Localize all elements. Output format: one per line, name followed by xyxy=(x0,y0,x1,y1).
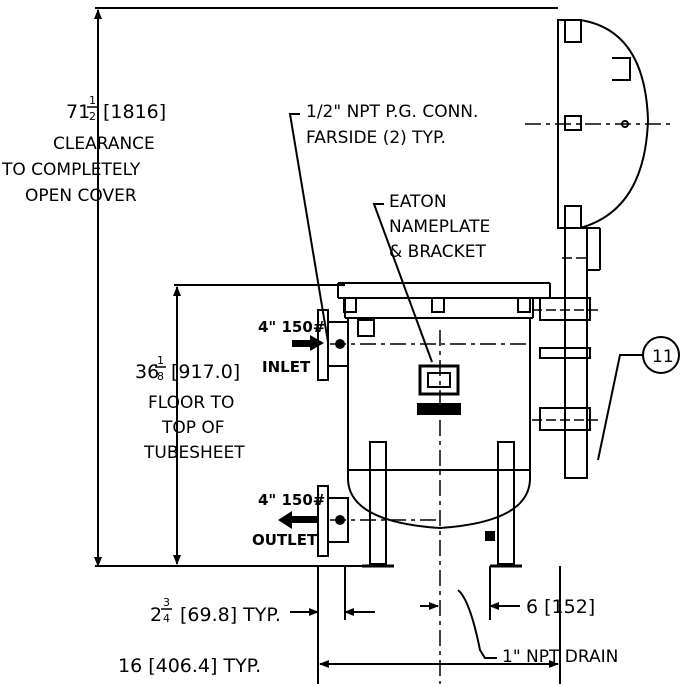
nameplate-callout-line3: & BRACKET xyxy=(389,242,487,262)
leg-offset-frac-den: 4 xyxy=(163,612,170,625)
leg-span-label: 16 [406.4] TYP. xyxy=(118,655,261,677)
pg-conn-leader xyxy=(288,113,329,343)
tubesheet-frac-num: 1 xyxy=(157,354,164,367)
leg-offset-whole: 2 xyxy=(150,604,162,626)
inlet-flow-arrow xyxy=(292,335,345,351)
tubesheet-line1: FLOOR TO xyxy=(148,393,234,413)
clearance-line1: CLEARANCE xyxy=(53,134,155,154)
outlet-label: OUTLET xyxy=(252,531,318,549)
support-legs xyxy=(348,441,530,568)
open-cover xyxy=(525,19,670,229)
drain-offset-label: 6 [152] xyxy=(526,596,595,618)
outlet-flow-arrow xyxy=(278,511,345,529)
inlet-size: 4" 150# xyxy=(258,318,325,336)
outlet-size: 4" 150# xyxy=(258,491,325,509)
tubesheet-line2: TOP OF xyxy=(161,418,225,438)
leg-offset-rest: [69.8] TYP. xyxy=(180,604,281,626)
leg-offset-frac-num: 3 xyxy=(163,596,170,609)
clearance-frac-den: 2 xyxy=(89,110,96,123)
clearance-whole: 71 xyxy=(66,101,90,123)
tubesheet-whole: 36 xyxy=(135,361,159,383)
eaton-nameplate xyxy=(417,364,461,415)
nameplate-leader xyxy=(372,203,433,363)
clearance-frac-num: 1 xyxy=(89,94,96,107)
pg-conn-callout-line1: 1/2" NPT P.G. CONN. xyxy=(306,102,478,122)
inlet-label: INLET xyxy=(262,358,311,376)
clearance-line3: OPEN COVER xyxy=(25,186,137,206)
item-leader xyxy=(597,354,643,461)
clearance-line2: TO COMPLETELY xyxy=(1,160,141,180)
tubesheet-metric: [917.0] xyxy=(171,361,240,383)
clearance-metric: [1816] xyxy=(103,101,166,123)
nameplate-callout-line1: EATON xyxy=(389,192,447,212)
davit-arm xyxy=(532,227,601,479)
vessel-body xyxy=(337,282,551,530)
drain-leader xyxy=(457,589,497,659)
item-number: 11 xyxy=(652,347,674,367)
nameplate-callout-line2: NAMEPLATE xyxy=(389,217,490,237)
tubesheet-line3: TUBESHEET xyxy=(143,443,245,463)
pg-conn-callout-line2: FARSIDE (2) TYP. xyxy=(306,128,446,148)
drain-callout: 1" NPT DRAIN xyxy=(502,647,618,667)
tubesheet-frac-den: 8 xyxy=(157,370,164,383)
